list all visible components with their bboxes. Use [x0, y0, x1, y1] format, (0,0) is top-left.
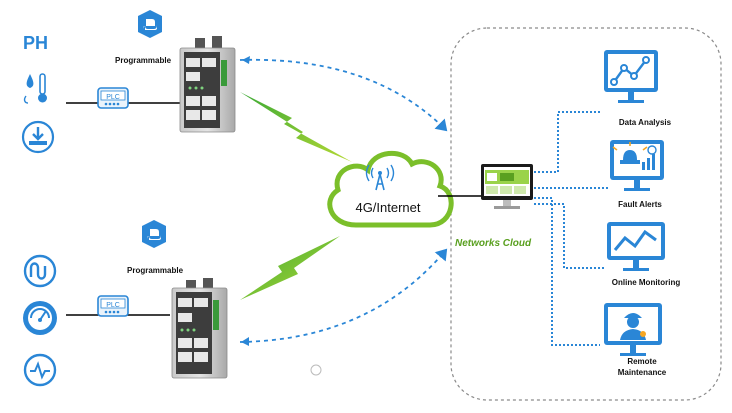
programmable-label-bottom: Programmable [127, 266, 184, 275]
level-download-icon [21, 120, 55, 154]
cloud-label: 4G/Internet [355, 200, 420, 215]
water-temperature-icon [23, 73, 47, 104]
feature-remote-maintenance: Remote Maintenance [604, 303, 667, 377]
link-top-arrowhead [242, 56, 250, 64]
top-sensor-group: PH [21, 33, 55, 154]
decorative-ring [310, 364, 322, 376]
link-bottom [239, 248, 448, 343]
pulse-meter-icon [23, 353, 57, 387]
plc-label: PLC [106, 302, 120, 309]
plc-label: PLC [106, 94, 120, 101]
link-top [239, 58, 448, 132]
antenna-icon [365, 164, 395, 191]
feature-label-line2: Maintenance [618, 368, 667, 377]
bottom-sensor-group [23, 254, 57, 387]
feature-label: Remote [627, 357, 657, 366]
networks-cloud-label: Networks Cloud [455, 238, 532, 249]
feature-label: Fault Alerts [618, 200, 662, 209]
server-monitor [481, 164, 533, 209]
feature-data-analysis: Data Analysis [604, 50, 672, 127]
wireless-signal-top [240, 92, 352, 162]
pressure-gauge-icon [23, 301, 57, 335]
programmable-label-top: Programmable [115, 56, 172, 65]
networks-cloud-boundary [450, 27, 722, 401]
link-bottom-arrowhead [241, 337, 249, 346]
wireless-signal-bottom [240, 236, 340, 300]
feature-online-monitoring: Online Monitoring [607, 222, 680, 287]
router-device-top [179, 36, 236, 133]
wave-sensor-icon [23, 254, 57, 288]
ph-label: PH [23, 33, 48, 53]
top-plc-box: PLC [97, 87, 129, 109]
python-icon [138, 10, 162, 38]
feature-label: Online Monitoring [612, 278, 681, 287]
internet-cloud: 4G/Internet [327, 150, 454, 228]
router-device-bottom [171, 278, 228, 379]
feature-label: Data Analysis [619, 118, 672, 127]
feature-connectors [534, 111, 610, 346]
feature-fault-alerts: Fault Alerts [610, 140, 664, 209]
python-icon [142, 220, 166, 248]
bottom-plc-box: PLC [97, 295, 129, 317]
